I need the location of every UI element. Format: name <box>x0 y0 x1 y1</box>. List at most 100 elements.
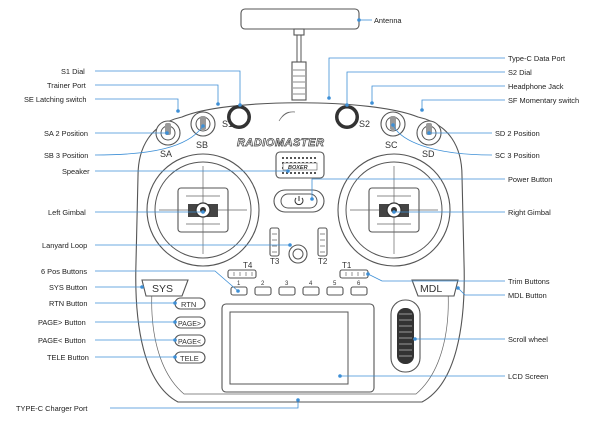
callout-speaker: Speaker <box>62 167 290 176</box>
svg-text:PAGE> Button: PAGE> Button <box>38 318 86 327</box>
s2-dial[interactable] <box>335 105 359 129</box>
svg-text:RTN: RTN <box>181 300 196 309</box>
pos-number: 5 <box>333 281 337 287</box>
svg-text:Left Gimbal: Left Gimbal <box>48 208 86 217</box>
svg-text:SB 3 Position: SB 3 Position <box>44 151 88 160</box>
mdl-button[interactable]: MDL <box>411 279 459 297</box>
svg-text:MDL: MDL <box>420 283 442 295</box>
pos-number: 4 <box>309 281 313 287</box>
speaker-grille: BOXER <box>275 151 325 179</box>
callout-lanyard-loop: Lanyard Loop <box>42 241 292 250</box>
callout-se-latching: SE Latching switch <box>24 95 180 113</box>
svg-text:TYPE-C Charger Port: TYPE-C Charger Port <box>16 404 87 413</box>
svg-text:Antenna: Antenna <box>374 16 402 25</box>
pos-number: 6 <box>357 281 361 287</box>
svg-text:RTN Button: RTN Button <box>49 299 87 308</box>
trim-t1[interactable] <box>339 269 369 279</box>
s2-dial-text: S2 <box>359 119 370 129</box>
callout-sb-3pos: SB 3 Position <box>44 124 205 160</box>
callout-right-gimbal: Right Gimbal <box>392 208 551 217</box>
svg-text:TELE Button: TELE Button <box>47 353 89 362</box>
callout-typec-charger: TYPE-C Charger Port <box>16 398 300 413</box>
callout-sa-2pos: SA 2 Position <box>44 129 169 138</box>
svg-text:PAGE>: PAGE> <box>178 321 201 328</box>
sb-switch[interactable] <box>190 111 216 137</box>
callout-headphone-jack: Headphone Jack <box>370 82 564 105</box>
callout-antenna: Antenna <box>357 16 402 25</box>
right-gimbal[interactable] <box>337 153 451 267</box>
callout-lcd-screen: LCD Screen <box>338 372 548 381</box>
callouts: Antenna Type-C Data Port S2 Dial Headpho… <box>16 16 579 413</box>
svg-text:SD 2 Position: SD 2 Position <box>495 129 540 138</box>
sd-switch-text: SD <box>422 149 435 159</box>
pos-number: 2 <box>261 281 265 287</box>
trim-t1-text: T1 <box>342 261 352 270</box>
callout-power-button: Power Button <box>310 175 552 201</box>
page-next-button[interactable]: PAGE> <box>174 316 206 329</box>
brand-wordmark: RADIOMASTER <box>237 111 324 149</box>
trim-t2[interactable] <box>317 227 328 257</box>
callout-tele-button: TELE Button <box>47 353 177 362</box>
svg-text:S1 Dial: S1 Dial <box>61 67 85 76</box>
callout-six-pos-buttons: 6 Pos Buttons <box>41 267 240 293</box>
callout-page-prev: PAGE< Button <box>38 336 177 345</box>
callout-s2-dial: S2 Dial <box>345 68 532 107</box>
pos-button-5[interactable] <box>326 286 344 296</box>
sys-button[interactable]: SYS <box>141 279 189 297</box>
callout-s1-dial: S1 Dial <box>61 67 242 107</box>
callout-rtn-button: RTN Button <box>49 299 177 308</box>
callout-sys-button: SYS Button <box>49 283 144 292</box>
sa-switch-text: SA <box>160 149 172 159</box>
s1-dial[interactable] <box>227 105 251 129</box>
callout-trainer-port: Trainer Port <box>47 81 220 106</box>
callout-trim-buttons: Trim Buttons <box>366 272 550 286</box>
transmitter-illustration: S1 S2 SA SB SC SD RADIOMAS <box>135 8 465 403</box>
trim-t4-text: T4 <box>243 261 253 270</box>
pos-button-4[interactable] <box>302 286 320 296</box>
svg-text:SYS: SYS <box>152 283 173 295</box>
callout-scroll-wheel: Scroll wheel <box>413 335 548 344</box>
callout-typec-data-port: Type-C Data Port <box>327 54 565 100</box>
svg-text:Trim Buttons: Trim Buttons <box>508 277 550 286</box>
svg-text:TELE: TELE <box>180 354 199 363</box>
s1-dial-text: S1 <box>222 119 233 129</box>
boxer-badge: BOXER <box>288 165 308 171</box>
trim-t2-text: T2 <box>318 257 328 266</box>
tele-button[interactable]: TELE <box>174 351 206 364</box>
svg-text:SYS Button: SYS Button <box>49 283 87 292</box>
svg-text:LCD Screen: LCD Screen <box>508 372 548 381</box>
svg-text:Headphone Jack: Headphone Jack <box>508 82 564 91</box>
power-button[interactable] <box>273 189 325 213</box>
svg-text:6 Pos Buttons: 6 Pos Buttons <box>41 267 87 276</box>
pos-button-6[interactable] <box>350 286 368 296</box>
callout-mdl-button: MDL Button <box>456 286 547 300</box>
svg-text:Lanyard Loop: Lanyard Loop <box>42 241 87 250</box>
trim-t4[interactable] <box>227 269 257 279</box>
svg-text:Speaker: Speaker <box>62 167 90 176</box>
svg-text:SA 2 Position: SA 2 Position <box>44 129 88 138</box>
callout-left-gimbal: Left Gimbal <box>48 208 205 217</box>
svg-text:Type-C Data Port: Type-C Data Port <box>508 54 565 63</box>
trim-t3[interactable] <box>269 227 280 257</box>
page-prev-button[interactable]: PAGE< <box>174 334 206 347</box>
svg-text:MDL Button: MDL Button <box>508 291 547 300</box>
rtn-button[interactable]: RTN <box>174 297 206 310</box>
pos-button-2[interactable] <box>254 286 272 296</box>
sb-switch-text: SB <box>196 140 208 150</box>
antenna <box>240 8 360 101</box>
svg-text:Trainer Port: Trainer Port <box>47 81 86 90</box>
pos-button-3[interactable] <box>278 286 296 296</box>
svg-text:Scroll wheel: Scroll wheel <box>508 335 548 344</box>
pos-number: 1 <box>237 281 241 287</box>
left-gimbal[interactable] <box>146 153 260 267</box>
callout-sf-momentary: SF Momentary switch <box>420 96 579 112</box>
lanyard-loop <box>288 244 308 264</box>
svg-text:SF Momentary switch: SF Momentary switch <box>508 96 579 105</box>
sc-switch[interactable] <box>380 111 406 137</box>
scroll-wheel[interactable] <box>390 299 421 373</box>
lcd-screen <box>221 303 375 393</box>
svg-text:Power Button: Power Button <box>508 175 552 184</box>
trim-t3-text: T3 <box>270 257 280 266</box>
